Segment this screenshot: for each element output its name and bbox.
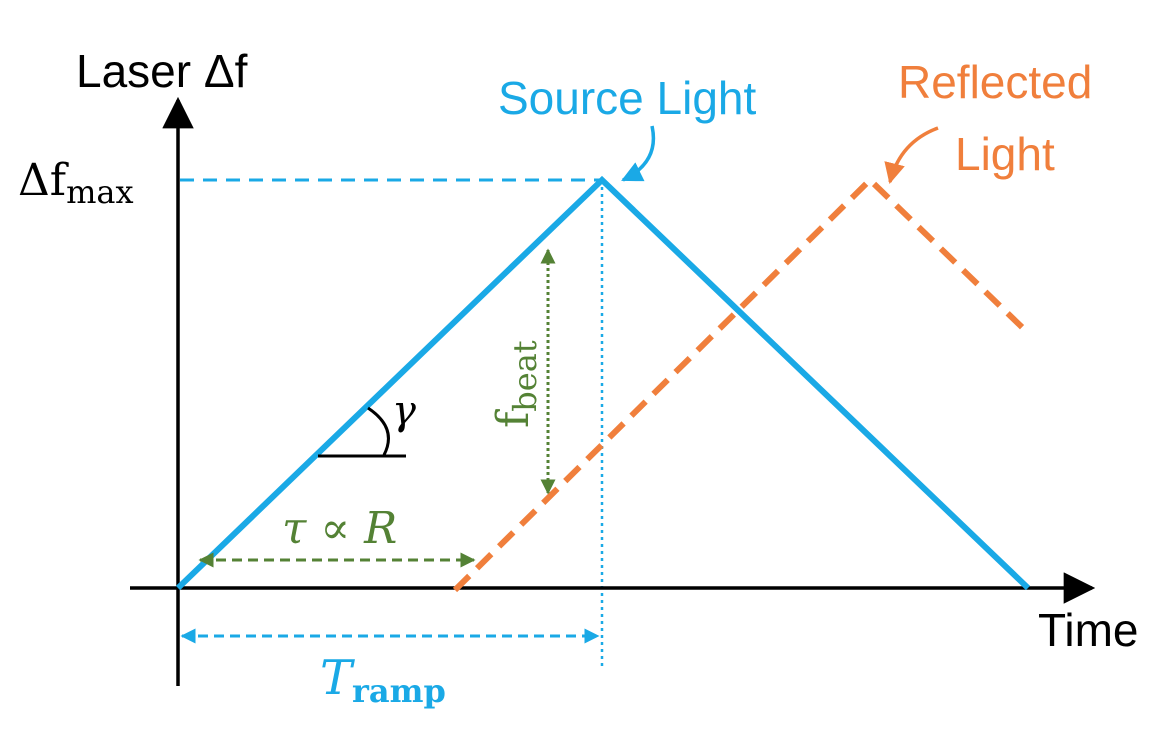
fbeat-label: fbeat bbox=[488, 340, 544, 428]
tau-relation-label: τ ∝ R bbox=[282, 503, 397, 554]
source-callout-arrow bbox=[621, 125, 656, 182]
source-light-line bbox=[175, 175, 1031, 591]
reflected-light-label-1: Reflected bbox=[898, 56, 1092, 108]
x-axis-label: Time bbox=[1038, 604, 1139, 656]
y-axis-label: Laser Δf bbox=[76, 45, 248, 97]
gamma-label: γ bbox=[392, 388, 416, 434]
fmax-label: Δfmax bbox=[18, 155, 134, 211]
source-light-label: Source Light bbox=[498, 72, 756, 124]
reflected-light-line bbox=[452, 175, 1031, 593]
gamma-arc bbox=[367, 406, 390, 456]
reflected-callout-arrow bbox=[884, 126, 939, 185]
reflected-light-label-2: Light bbox=[955, 128, 1055, 180]
tramp-label: Tramp bbox=[320, 650, 446, 710]
